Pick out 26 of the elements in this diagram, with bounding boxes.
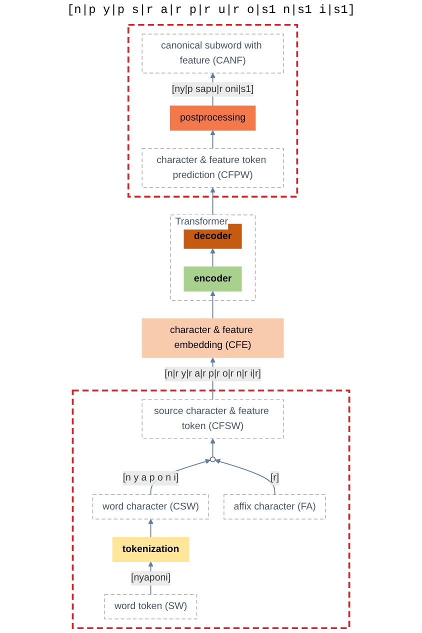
node-box: character & feature token prediction (CFPW)	[142, 148, 284, 188]
edge-label: [n y a p o n i]	[122, 472, 179, 484]
node-box: character & feature embedding (CFE)	[142, 318, 284, 358]
arrow	[210, 290, 216, 320]
node-box: canonical subword with feature (CANF)	[142, 34, 284, 74]
node-box: encoder	[184, 266, 242, 292]
token-sequence-label: [n|p y|p s|r a|r p|r u|r o|s1 n|s1 i|s1]	[66, 3, 356, 17]
arrow	[210, 248, 216, 268]
edge-label: [nyaponi]	[130, 572, 171, 584]
arrow	[214, 458, 276, 496]
arrow	[148, 518, 154, 538]
node-box: source character & feature token (CFSW)	[142, 399, 284, 439]
arrow	[210, 438, 216, 458]
cluster	[72, 390, 350, 630]
node-box: tokenization	[112, 537, 190, 562]
edge-label: [ny|p sapu|r oni|s1]	[172, 84, 254, 94]
cluster	[127, 24, 298, 198]
arrow	[210, 130, 216, 150]
edge-label: [r]	[270, 472, 280, 484]
node-box: decoder	[184, 224, 242, 249]
edge-label: [n|r y|r a|r p|r o|r n|r i|r]	[164, 368, 261, 379]
node-box: affix character (FA)	[224, 494, 326, 520]
node-circle	[210, 456, 216, 462]
node-box: postprocessing	[170, 106, 256, 131]
node-box: word token (SW)	[104, 594, 198, 620]
node-box: word character (CSW)	[92, 494, 210, 520]
